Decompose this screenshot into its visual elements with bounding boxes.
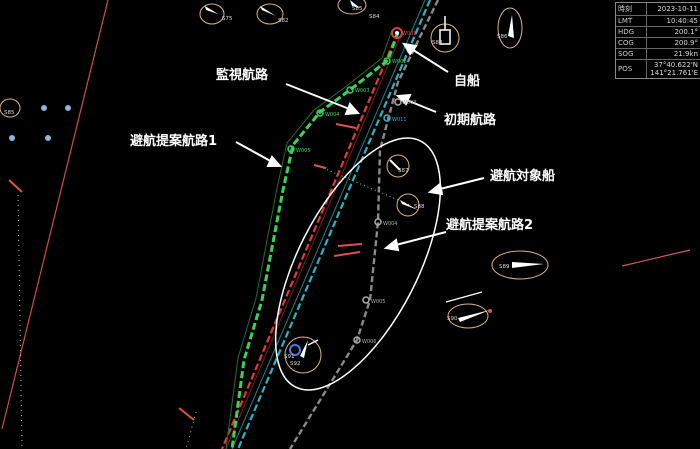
own-ship-label: 自船 [454, 74, 481, 89]
buoy-marker [45, 135, 51, 141]
avoid-route-1-label: 避航提案航路1 [130, 134, 218, 149]
ship-target[interactable] [430, 16, 460, 53]
info-row-time: 時刻 2023-10-11 [618, 3, 698, 15]
ship-target[interactable] [445, 291, 492, 329]
boundary-line-right [621, 249, 691, 267]
ship-mark-red [337, 243, 363, 247]
info-row-hdg: HDG 200.1° [616, 26, 700, 37]
waypoint-marker[interactable] [383, 57, 391, 65]
ship-mark-red [313, 164, 327, 169]
buoy-marker [9, 135, 15, 141]
boundary-line-left [1, 0, 109, 430]
initial-route-label: 初期航路 [444, 113, 497, 128]
ship-target[interactable] [497, 7, 523, 49]
initial-route-line[interactable] [231, 0, 432, 449]
annotation-arrows [235, 42, 485, 252]
avoid-target-ship[interactable] [396, 193, 420, 217]
monitor-route-line[interactable] [220, 31, 403, 449]
ship-mark-red [8, 179, 23, 193]
ship-target[interactable] [0, 98, 21, 118]
avoid-route-1-line[interactable] [225, 29, 400, 449]
waypoint-marker[interactable] [287, 145, 295, 153]
own-ship[interactable] [391, 27, 403, 39]
dotted-track-left [17, 194, 23, 449]
ship-target[interactable] [256, 3, 284, 25]
info-row-cog: COG 200.9° [616, 37, 700, 48]
waypoint-marker[interactable] [394, 98, 402, 106]
avoid-route-2-label: 避航提案航路2 [446, 218, 534, 233]
ship-mark-red [333, 251, 361, 257]
info-row-sog: SOG 21.9kn [616, 48, 700, 59]
dotted-track-target [315, 164, 411, 206]
waypoint-marker[interactable] [362, 296, 370, 304]
buoy-marker [65, 105, 71, 111]
ship-mark-red [335, 123, 357, 129]
waypoint-marker[interactable] [346, 86, 354, 94]
buoy-marker [41, 105, 47, 111]
info-row-lmt: LMT 10:40:45 [616, 15, 700, 26]
waypoint-marker[interactable] [374, 218, 382, 226]
waypoint-marker[interactable] [383, 114, 391, 122]
ship-mark-red [178, 407, 195, 421]
avoid-area-ellipse [274, 137, 442, 391]
avoid-target-label: 避航対象船 [490, 169, 556, 184]
waypoint-marker[interactable] [353, 336, 361, 344]
ship-target[interactable] [284, 336, 322, 374]
ship-target[interactable] [491, 250, 549, 280]
ship-target[interactable] [337, 0, 367, 15]
ship-info-panel: 時刻 2023-10-11 LMT 10:40:45 HDG 200.1° CO… [615, 2, 700, 79]
info-row-pos: POS 37°40.622'N 141°21.761'E [616, 59, 700, 78]
ship-target[interactable] [386, 154, 410, 178]
ship-target[interactable] [199, 3, 225, 25]
waypoint-marker[interactable] [316, 109, 324, 117]
avoid-route-2-line[interactable] [288, 0, 440, 449]
monitor-route-label: 監視航路 [216, 68, 269, 83]
